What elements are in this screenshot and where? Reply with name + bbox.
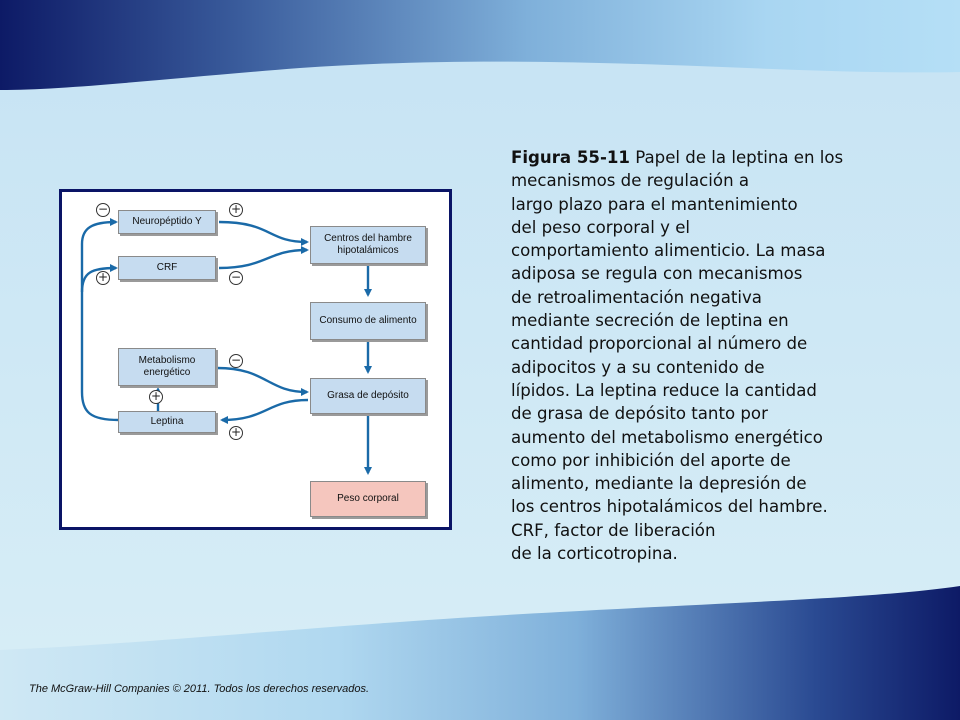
box-crf: CRF: [118, 256, 216, 280]
box-centros-del-hambre: Centros del hambre hipotalámicos: [310, 226, 426, 264]
caption-line: los centros hipotalámicos del hambre.: [511, 497, 828, 517]
arrow-leptina-to-neuropeptido: [80, 218, 120, 422]
diagram-frame: Neuropéptido Y CRF Metabolismo energétic…: [59, 189, 452, 530]
figure-caption: Figura 55-11 Papel de la leptina en los m…: [511, 146, 896, 565]
plus-sign-icon: +: [229, 202, 243, 217]
diagram-arrows: [80, 218, 372, 475]
arrow-grasa-to-leptina: [220, 398, 309, 424]
figure-label: Figura 55-11: [511, 148, 630, 167]
caption-line: aumento del metabolismo energético: [511, 427, 823, 447]
minus-sign-icon: −: [96, 202, 110, 217]
box-leptina: Leptina: [118, 411, 216, 433]
plus-sign-icon: +: [149, 389, 163, 404]
box-consumo-de-alimento: Consumo de alimento: [310, 302, 426, 340]
caption-line: alimento, mediante la depresión de: [511, 474, 807, 494]
caption-line: de retroalimentación negativa: [511, 287, 762, 307]
caption-line: comportamiento alimenticio. La masa: [511, 241, 826, 261]
arrow-leptina-to-crf: [80, 264, 118, 293]
caption-line: Papel de la leptina en los: [629, 148, 844, 167]
arrow-neuropeptido-to-centros: [218, 220, 309, 246]
caption-line: cantidad proporcional al número de: [511, 334, 808, 354]
arrow-crf-to-centros: [218, 246, 309, 270]
caption-line: adipocitos y a su contenido de: [511, 357, 765, 377]
box-neuropeptido-y: Neuropéptido Y: [118, 210, 216, 234]
box-grasa-de-deposito: Grasa de depósito: [310, 378, 426, 414]
caption-line: mecanismos de regulación a: [511, 171, 750, 191]
box-peso-corporal: Peso corporal: [310, 481, 426, 517]
caption-line: lípidos. La leptina reduce la cantidad: [511, 380, 817, 400]
caption-line: de grasa de depósito tanto por: [511, 404, 768, 424]
arrow-metabolismo-to-grasa: [216, 366, 309, 396]
caption-line: adiposa se regula con mecanismos: [511, 264, 803, 284]
plus-sign-icon: +: [96, 270, 110, 285]
caption-line: mediante secreción de leptina en: [511, 311, 789, 331]
minus-sign-icon: −: [229, 353, 243, 368]
caption-line: como por inhibición del aporte de: [511, 450, 791, 470]
box-metabolismo-energetico: Metabolismo energético: [118, 348, 216, 386]
caption-line: CRF, factor de liberación: [511, 520, 716, 540]
caption-line: del peso corporal y el: [511, 217, 691, 237]
plus-sign-icon: +: [229, 425, 243, 440]
copyright-notice: The McGraw-Hill Companies © 2011. Todos …: [29, 683, 370, 695]
caption-line: de la corticotropina.: [511, 544, 678, 564]
caption-line: largo plazo para el mantenimiento: [511, 194, 798, 214]
minus-sign-icon: −: [229, 270, 243, 285]
